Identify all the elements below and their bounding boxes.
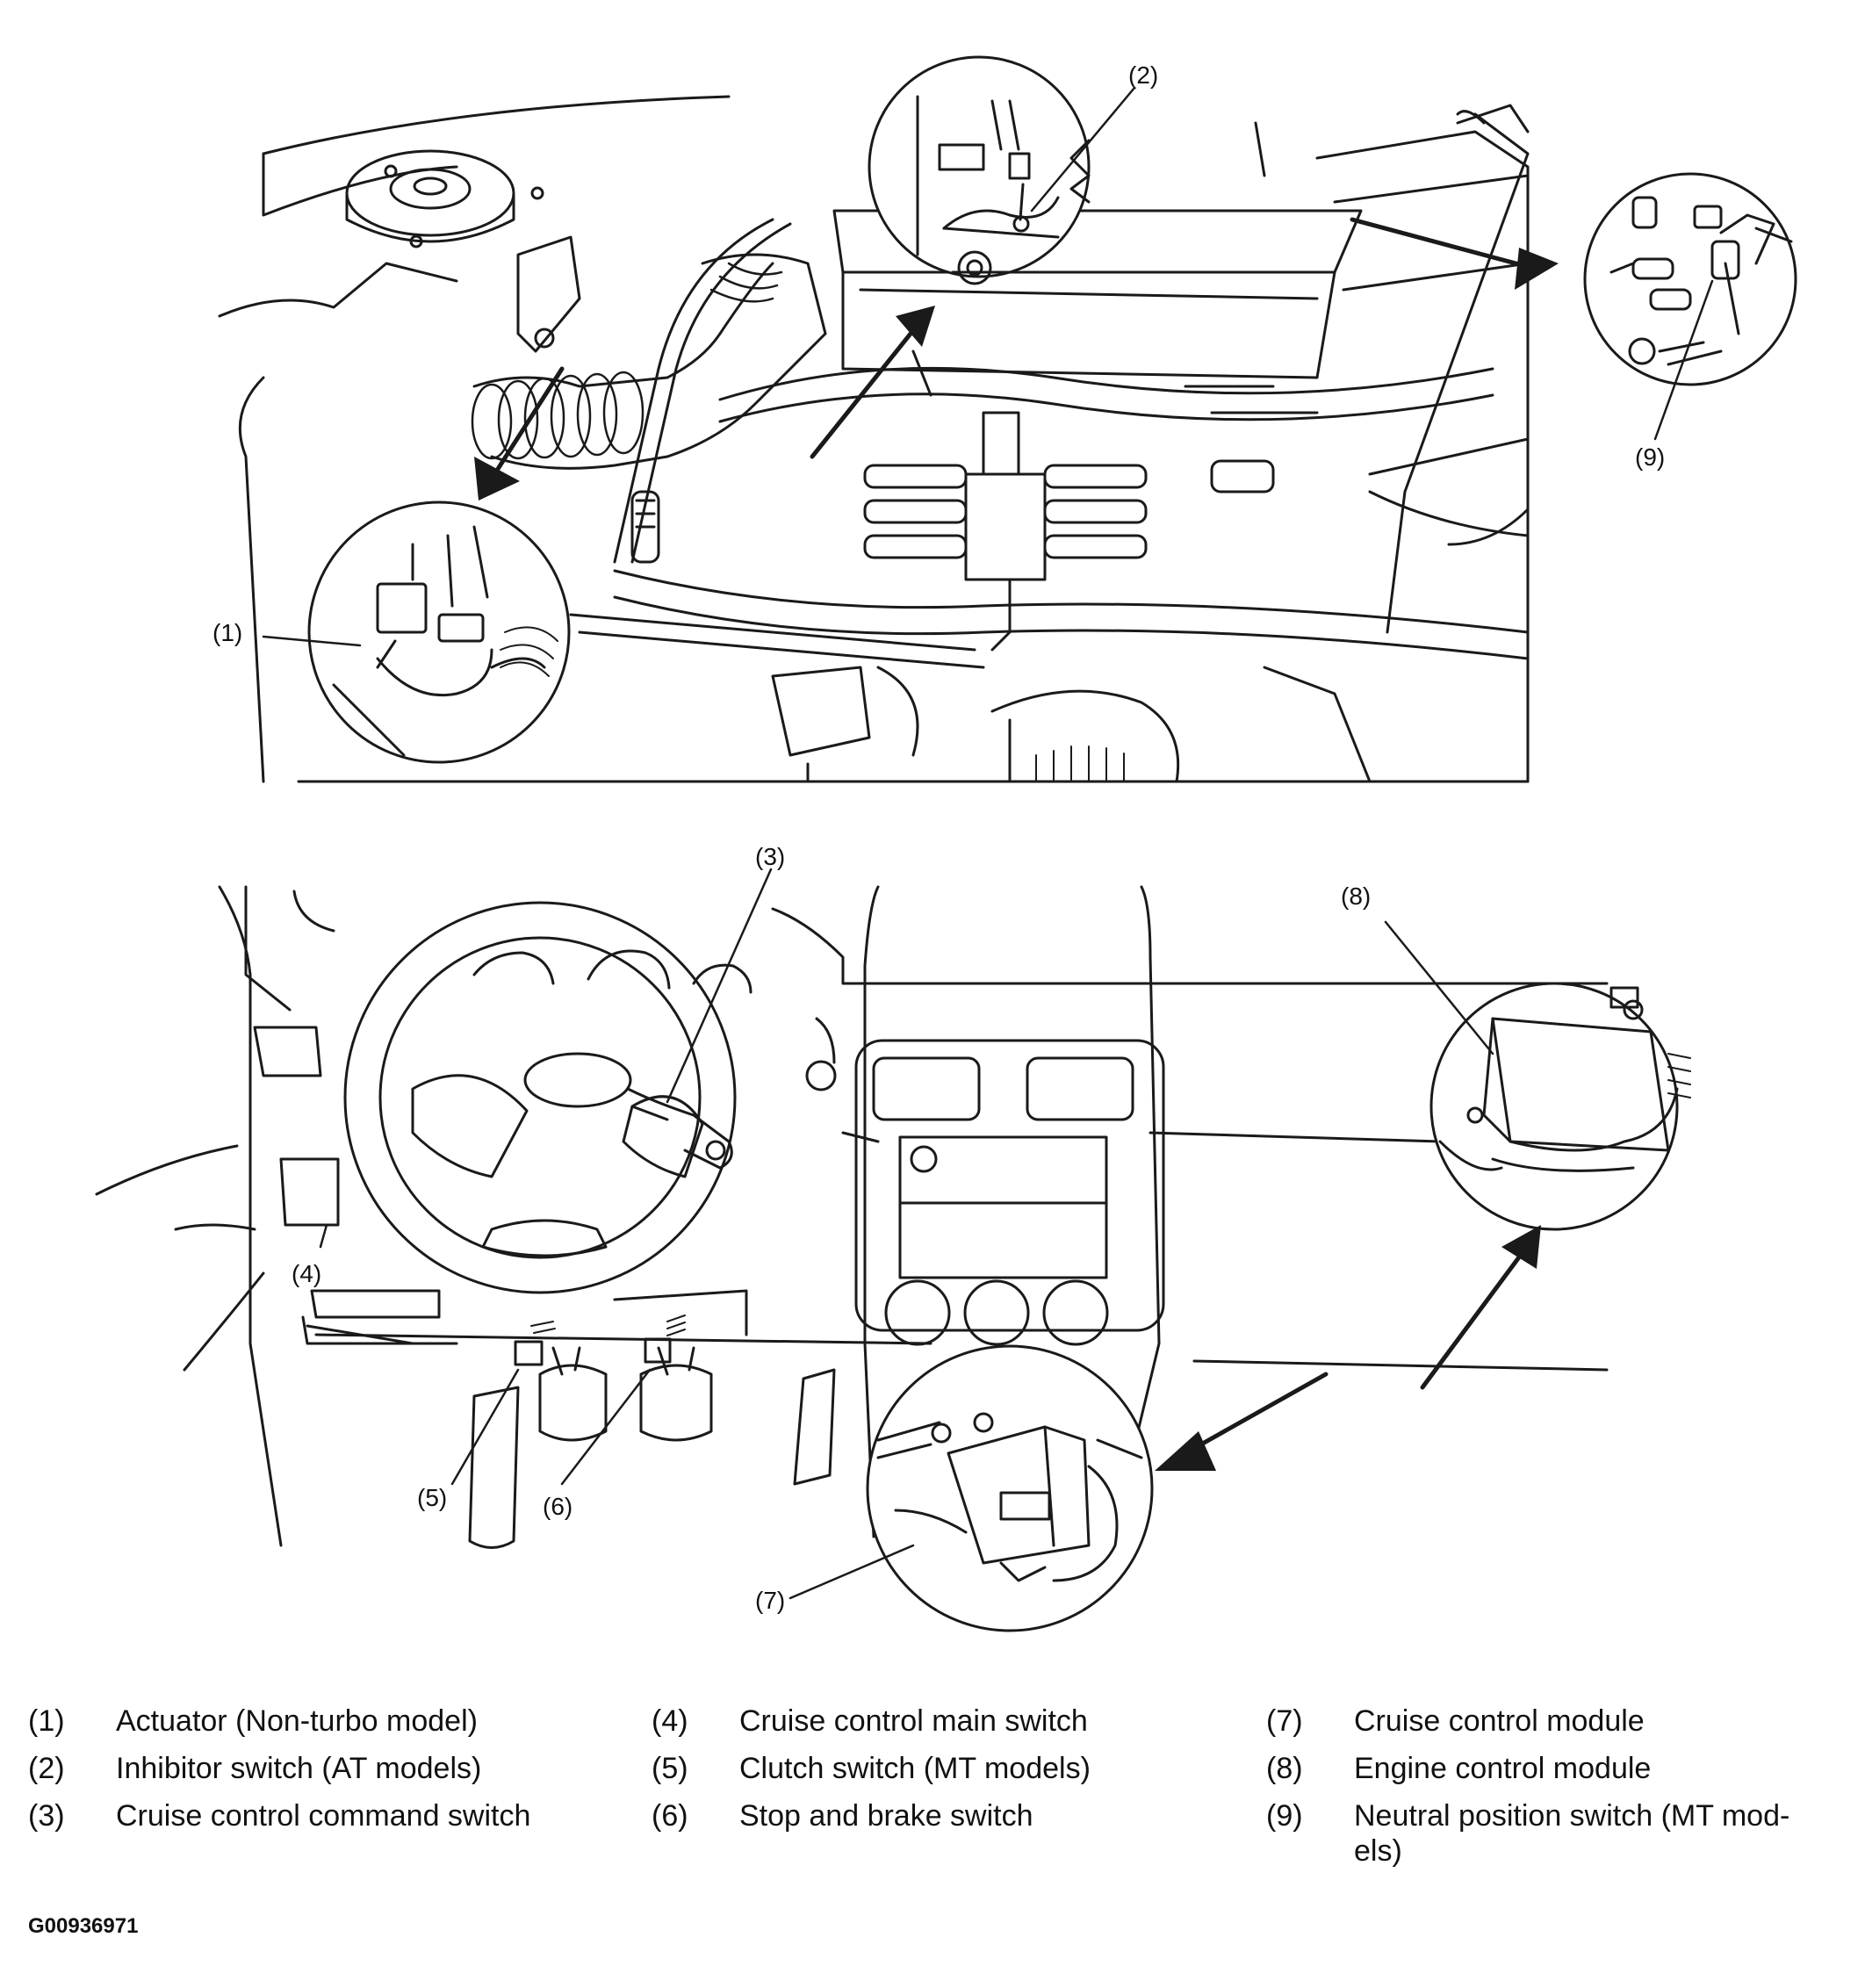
callout-2: (2): [1128, 61, 1158, 89]
legend-number: (2): [28, 1752, 65, 1785]
legend-number: (3): [28, 1799, 65, 1833]
callout-8: (8): [1341, 882, 1371, 910]
component-location-diagram: (1) (2) (3) (4) (5) (6) (7) (8) (9): [95, 55, 1797, 1632]
legend-number: (7): [1266, 1704, 1303, 1738]
cruise-control-module-detail: [866, 1344, 1154, 1632]
legend-number: (4): [652, 1704, 688, 1738]
legend-text: Cruise control command switch: [116, 1799, 531, 1833]
callout-7: (7): [755, 1587, 785, 1614]
legend-number: (9): [1266, 1799, 1303, 1833]
inhibitor-switch-detail: [868, 55, 1091, 285]
actuator-detail: [307, 501, 571, 764]
engine-control-module-detail: [1429, 982, 1691, 1231]
legend: (1) Actuator (Non-turbo model) (2) Inhibit…: [28, 1703, 1837, 1870]
callout-4: (4): [292, 1260, 321, 1287]
legend-text: Stop and brake switch: [739, 1799, 1033, 1833]
legend-number: (5): [652, 1752, 688, 1785]
callout-leader-lines: [262, 86, 1714, 1600]
legend-number: (1): [28, 1704, 65, 1738]
callout-6: (6): [543, 1493, 572, 1520]
callout-5: (5): [417, 1484, 447, 1511]
legend-number: (8): [1266, 1752, 1303, 1785]
legend-text: Cruise control main switch: [739, 1704, 1088, 1738]
detail-arrows-upper: [489, 217, 1535, 481]
legend-text: Neutral position switch (MT mod-els): [1354, 1799, 1790, 1868]
callout-9: (9): [1635, 443, 1665, 471]
callout-1: (1): [212, 619, 242, 646]
engine-bay-illustration: [218, 95, 1530, 783]
figure-id: G00936971: [28, 1914, 139, 1938]
detail-arrows-lower: [1183, 1249, 1526, 1456]
legend-text: Inhibitor switch (AT models): [116, 1752, 482, 1785]
legend-text: Clutch switch (MT models): [739, 1752, 1091, 1785]
legend-text: Engine control module: [1354, 1752, 1652, 1785]
neutral-switch-detail: [1583, 172, 1797, 386]
callout-3: (3): [755, 843, 785, 870]
legend-number: (6): [652, 1799, 688, 1833]
legend-text: Actuator (Non-turbo model): [116, 1704, 478, 1738]
dashboard-illustration: [95, 885, 1609, 1565]
callout-labels: (1) (2) (3) (4) (5) (6) (7) (8) (9): [212, 61, 1665, 1614]
legend-text: Cruise control module: [1354, 1704, 1645, 1738]
